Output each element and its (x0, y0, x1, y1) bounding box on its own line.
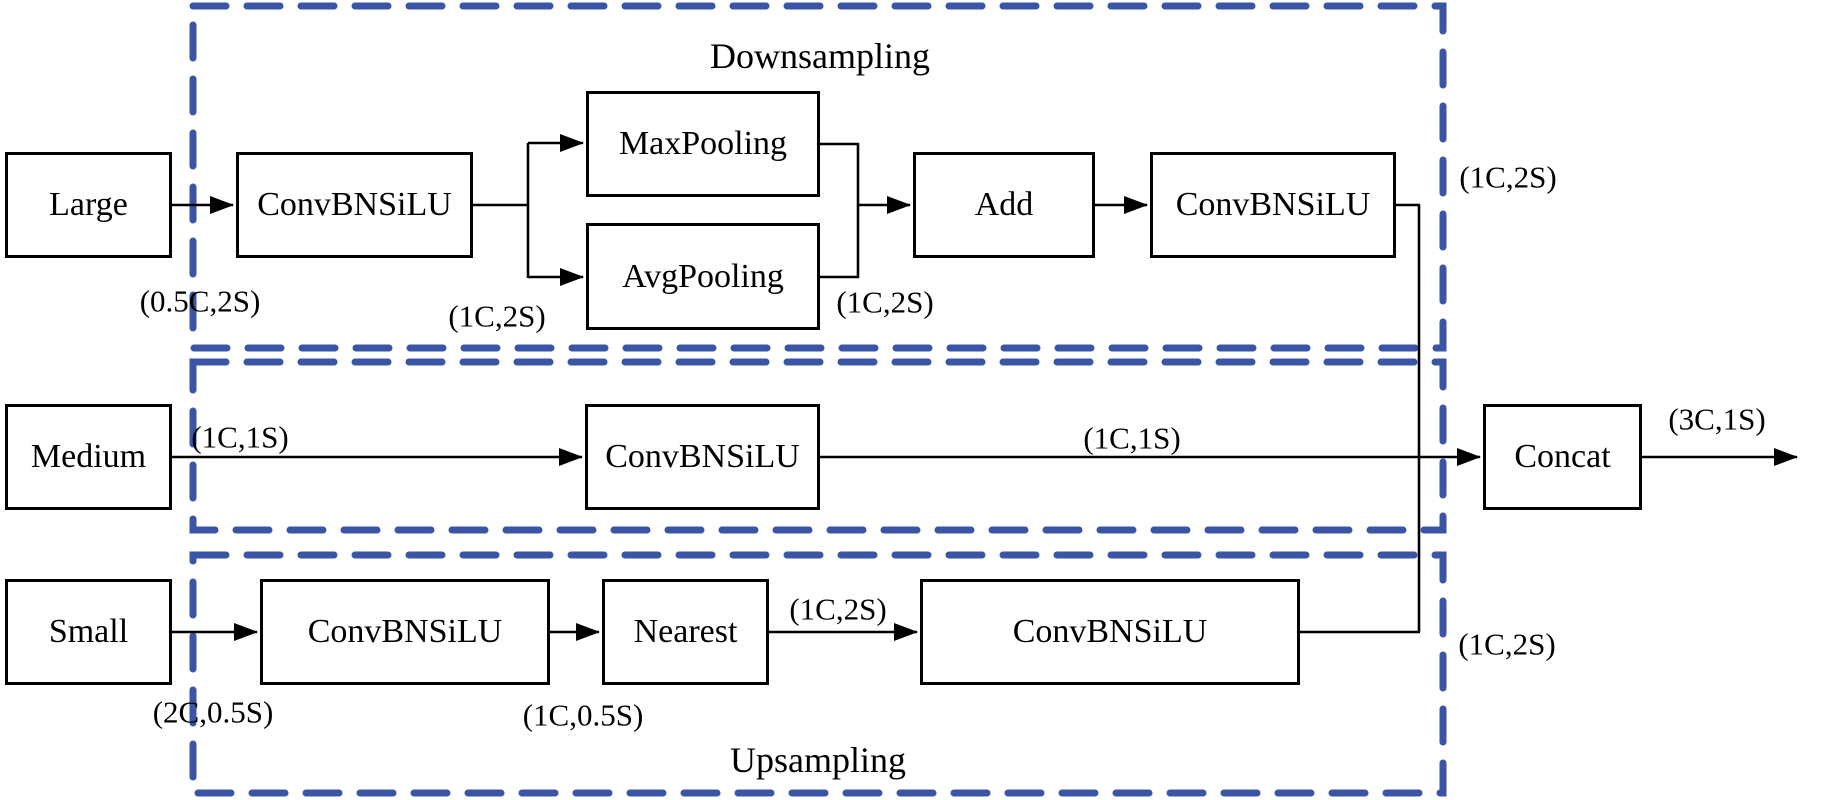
node-conv-down-1: ConvBNSiLU (236, 152, 473, 258)
group-box-upsampling (189, 551, 1447, 797)
annotation-pool-out: (1C,2S) (836, 284, 934, 320)
annotation-conv-up-1-out: (1C,0.5S) (522, 697, 644, 733)
annotation-downsampling-out: (1C,2S) (1459, 159, 1557, 195)
group-title-downsampling: Downsampling (710, 36, 930, 76)
group-box-downsampling (189, 2, 1447, 352)
node-conv-up-2: ConvBNSiLU (920, 579, 1300, 685)
node-nearest: Nearest (602, 579, 769, 685)
group-title-upsampling: Upsampling (730, 740, 906, 780)
node-add: Add (913, 152, 1095, 258)
group-box-middle (189, 358, 1447, 534)
node-conv-mid: ConvBNSiLU (585, 404, 820, 510)
wires (172, 134, 1798, 641)
node-conv-up-1: ConvBNSiLU (260, 579, 550, 685)
annotation-concat-out: (3C,1S) (1668, 401, 1766, 437)
node-conv-down-2: ConvBNSiLU (1150, 152, 1396, 258)
node-concat: Concat (1483, 404, 1642, 510)
annotation-conv-down-1-out: (1C,2S) (448, 298, 546, 334)
node-input-large: Large (5, 152, 172, 258)
annotation-small-out: (2C,0.5S) (152, 694, 274, 730)
node-input-medium: Medium (5, 404, 172, 510)
annotation-large-out: (0.5C,2S) (139, 283, 261, 319)
annotation-conv-mid-out: (1C,1S) (1083, 420, 1181, 456)
node-avgpooling: AvgPooling (586, 223, 820, 330)
node-input-small: Small (5, 579, 172, 685)
annotation-upsampling-out: (1C,2S) (1458, 626, 1556, 662)
annotation-medium-out: (1C,1S) (191, 419, 289, 455)
node-maxpooling: MaxPooling (586, 91, 820, 197)
annotation-nearest-out: (1C,2S) (789, 591, 887, 627)
